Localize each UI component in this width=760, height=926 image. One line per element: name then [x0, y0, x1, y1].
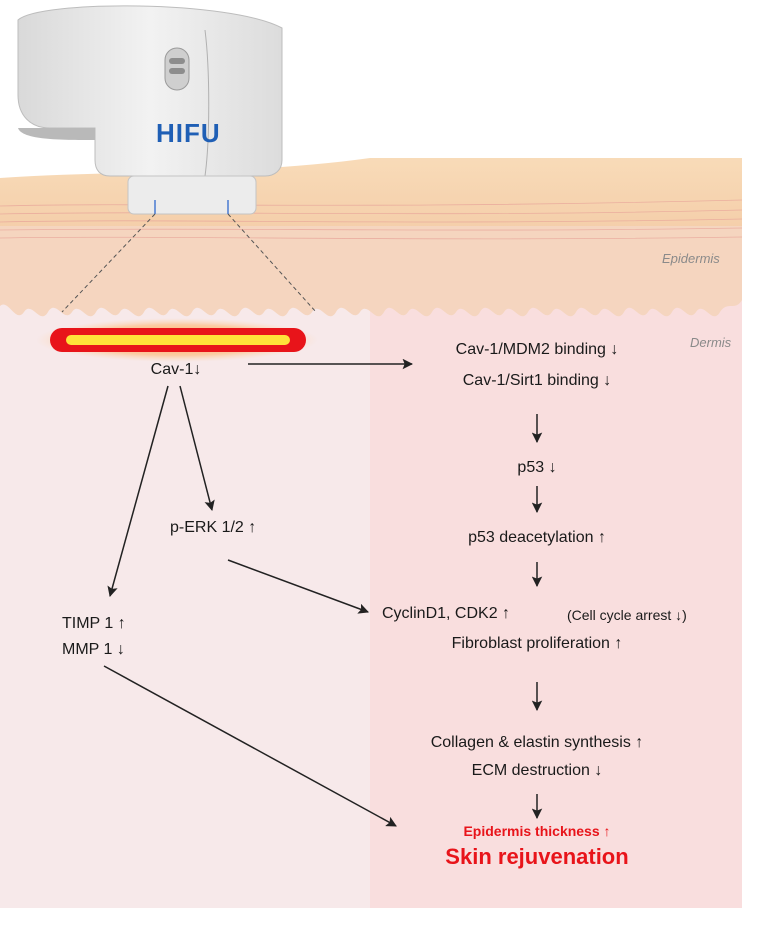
perk-node: p-ERK 1/2 ↑ [170, 519, 257, 536]
focus-line-right [227, 213, 317, 313]
mdm2-binding-node: Cav-1/MDM2 binding ↓ [455, 341, 619, 358]
focus-line-left [61, 213, 156, 313]
sirt1-binding-node: Cav-1/Sirt1 binding ↓ [462, 372, 612, 389]
arrow-cav1-to-perk [179, 385, 215, 512]
thermal-focal-zone [36, 318, 318, 362]
dermis-left-panel [0, 268, 370, 908]
cyclin-node: CyclinD1, CDK2 ↑ [382, 605, 511, 622]
hifu-label: HIFU [156, 118, 221, 148]
p53-deacetylation-node: p53 deacetylation ↑ [468, 529, 606, 546]
arrow-cav1-to-timp [107, 385, 169, 598]
collagen-node: Collagen & elastin synthesis ↑ [430, 734, 644, 751]
skin-layer-lines [0, 199, 743, 240]
p53-node: p53 ↓ [517, 459, 557, 476]
pathway-arrows [103, 358, 543, 827]
dermis-label: Dermis [690, 335, 732, 350]
ecm-node: ECM destruction ↓ [471, 762, 603, 779]
hifu-device [17, 5, 283, 215]
cav1-node: Cav-1↓ [150, 361, 202, 378]
epidermis-label: Epidermis [662, 251, 720, 266]
mmp-node: MMP 1 ↓ [62, 641, 125, 658]
epidermis-band [0, 226, 742, 317]
arrow-mmp-to-rejuvenation [103, 665, 397, 827]
arrow-perk-to-cyclin [227, 559, 369, 614]
cell-cycle-arrest-note: (Cell cycle arrest ↓) [567, 607, 687, 623]
fibroblast-node: Fibroblast proliferation ↑ [451, 635, 623, 652]
epidermis-thickness-node: Epidermis thickness ↑ [463, 823, 611, 839]
timp-node: TIMP 1 ↑ [62, 615, 126, 632]
dermis-right-panel [370, 268, 742, 908]
skin-rejuvenation-node: Skin rejuvenation [445, 844, 629, 869]
